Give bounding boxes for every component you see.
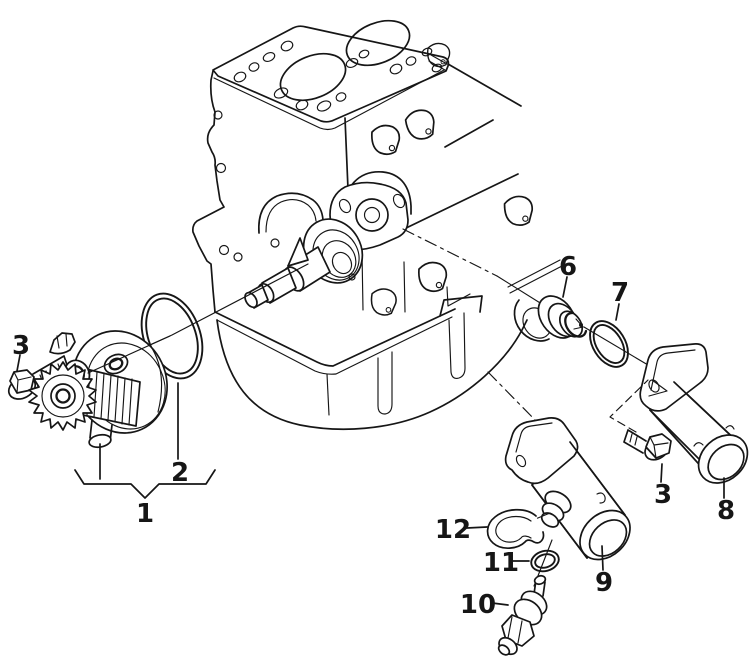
water-pump	[28, 330, 171, 449]
o-ring-11	[530, 549, 560, 573]
callout-o-ring-thermostat[interactable]: 7	[611, 278, 629, 308]
water-flange-9	[504, 417, 631, 561]
leader-9	[601, 545, 604, 571]
leader-6	[562, 276, 568, 298]
engine-block	[191, 19, 563, 431]
leader-12	[466, 526, 488, 529]
o-ring-7	[589, 320, 629, 368]
callout-thermostat[interactable]: 6	[559, 252, 577, 282]
callout-labels: 3 1 2 6 7 3 8 9 10 11 12	[12, 252, 735, 620]
oil-pan	[214, 295, 528, 431]
callout-temp-sensor[interactable]: 10	[460, 590, 496, 620]
retaining-clip-12	[486, 508, 551, 549]
bolt-3-left	[7, 355, 69, 400]
callout-bolt-left[interactable]: 3	[12, 331, 30, 361]
temp-sensor-10	[497, 574, 548, 656]
timing-gear	[28, 361, 97, 431]
leader-3-left	[16, 354, 21, 372]
callout-retaining-clip[interactable]: 12	[435, 515, 471, 545]
bolt-3-right	[609, 379, 672, 461]
callout-housing-connector[interactable]: 8	[717, 496, 735, 526]
leader-lines	[16, 276, 725, 606]
leader-3-right	[660, 463, 663, 483]
thermostat-6	[537, 295, 588, 339]
axis-over-pump	[87, 335, 171, 374]
axis-flange9-dashdot	[487, 371, 539, 424]
callout-water-flange[interactable]: 9	[595, 568, 613, 598]
bolt-axis-dashes	[609, 379, 649, 433]
coolant-housing-8	[639, 343, 749, 484]
axis-thermostat	[496, 275, 546, 307]
bracket-1	[74, 469, 216, 499]
callout-water-pump-group[interactable]: 1	[136, 499, 154, 529]
callout-o-ring-sensor[interactable]: 11	[483, 548, 519, 578]
front-face-holes	[213, 110, 280, 262]
pump-shaft	[244, 237, 331, 309]
axis-right-dashdot	[402, 228, 498, 277]
leader-7	[615, 303, 620, 321]
callout-bolt-right[interactable]: 3	[654, 480, 672, 510]
callout-o-ring-pump[interactable]: 2	[171, 458, 189, 488]
leader-10	[491, 602, 509, 606]
